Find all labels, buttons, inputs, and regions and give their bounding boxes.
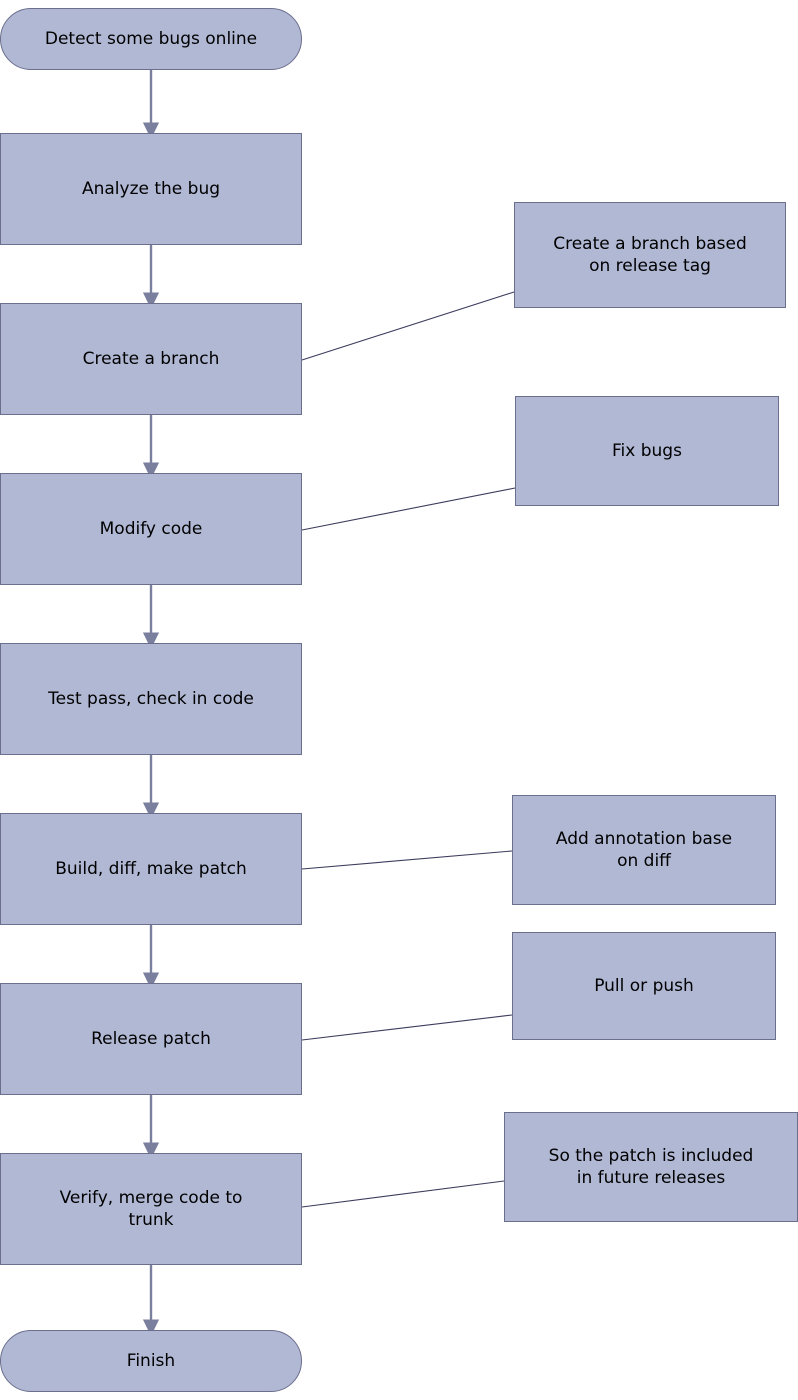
node-label: Detect some bugs online — [44, 28, 258, 49]
annotation-add-annotation-base-on-diff[interactable]: Add annotation base on diff — [512, 795, 776, 905]
annotation-label: Create a branch based on release tag — [553, 233, 747, 276]
annotation-label: Fix bugs — [612, 440, 682, 461]
node-detect-some-bugs-online[interactable]: Detect some bugs online — [0, 8, 302, 70]
node-label: Release patch — [91, 1028, 211, 1049]
annotation-label: Add annotation base on diff — [555, 828, 733, 871]
node-label: Create a branch — [82, 348, 220, 369]
annotation-label: Pull or push — [594, 975, 694, 996]
annotation-label: So the patch is included in future relea… — [548, 1145, 754, 1188]
connector-branch-annotation — [301, 291, 515, 361]
node-finish[interactable]: Finish — [0, 1330, 302, 1392]
node-label: Finish — [126, 1350, 176, 1371]
annotation-create-a-branch-based-on-release-tag[interactable]: Create a branch based on release tag — [514, 202, 786, 308]
node-create-a-branch[interactable]: Create a branch — [0, 303, 302, 415]
node-modify-code[interactable]: Modify code — [0, 473, 302, 585]
annotation-pull-or-push[interactable]: Pull or push — [512, 932, 776, 1040]
node-label: Analyze the bug — [81, 178, 221, 199]
node-verify-merge-code-to-trunk[interactable]: Verify, merge code to trunk — [0, 1153, 302, 1265]
node-analyze-the-bug[interactable]: Analyze the bug — [0, 133, 302, 245]
connector-modify-annotation — [301, 487, 516, 531]
connector-build-annotation — [301, 850, 513, 870]
node-release-patch[interactable]: Release patch — [0, 983, 302, 1095]
node-label: Modify code — [99, 518, 203, 539]
annotation-so-the-patch-is-included-in-future-releases[interactable]: So the patch is included in future relea… — [504, 1112, 798, 1222]
node-label: Verify, merge code to trunk — [59, 1187, 243, 1230]
node-label: Build, diff, make patch — [55, 858, 247, 879]
node-test-pass-check-in-code[interactable]: Test pass, check in code — [0, 643, 302, 755]
annotation-fix-bugs[interactable]: Fix bugs — [515, 396, 779, 506]
node-build-diff-make-patch[interactable]: Build, diff, make patch — [0, 813, 302, 925]
node-label: Test pass, check in code — [48, 688, 254, 709]
connector-verify-annotation — [301, 1180, 505, 1208]
connector-release-annotation — [301, 1014, 513, 1041]
